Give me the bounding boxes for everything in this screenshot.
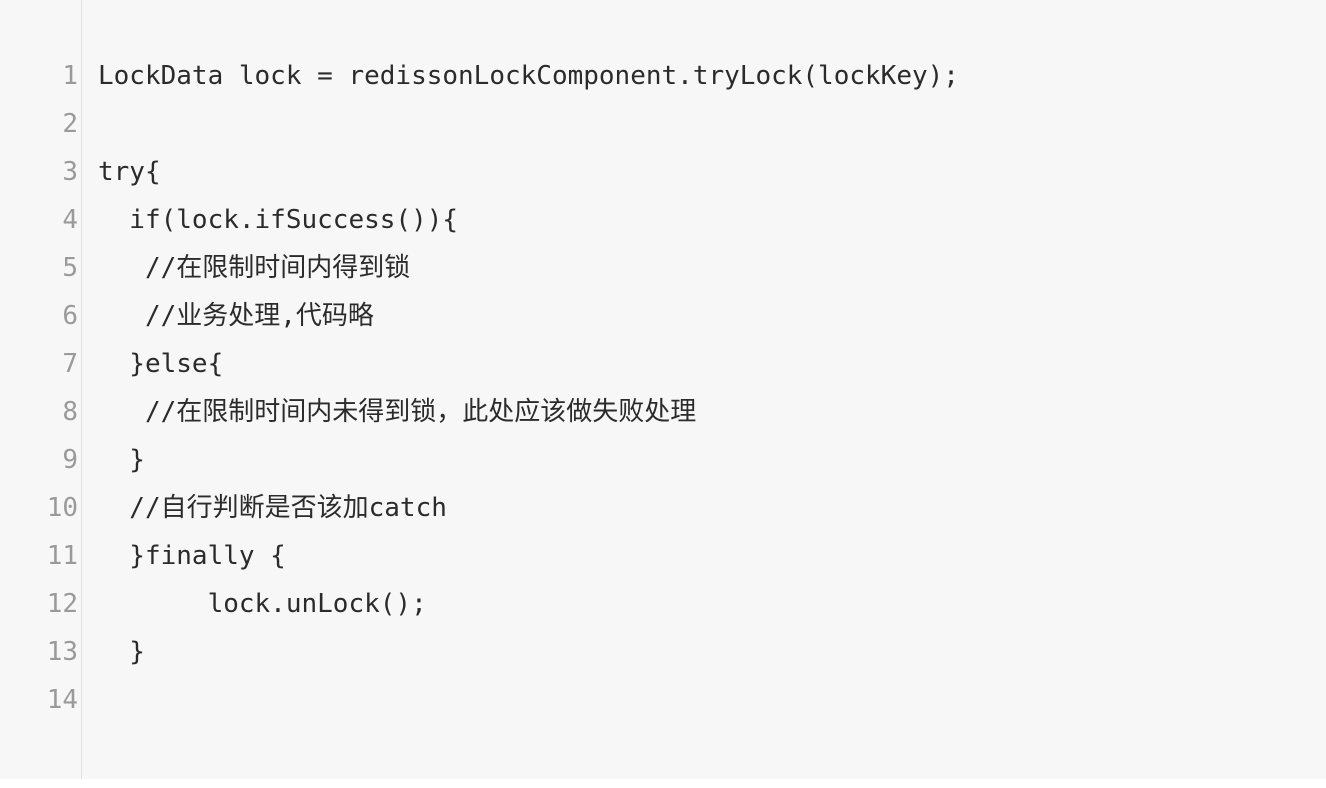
line-number: 2 bbox=[62, 109, 78, 139]
code-line: 6 //业务处理,代码略 bbox=[0, 292, 1326, 340]
line-number: 10 bbox=[46, 493, 78, 523]
line-code[interactable]: //业务处理,代码略 bbox=[98, 301, 374, 331]
line-code[interactable]: } bbox=[98, 445, 145, 475]
code-line: 11 }finally { bbox=[0, 532, 1326, 580]
code-line: 14 bbox=[0, 676, 1326, 724]
code-line: 2 bbox=[0, 100, 1326, 148]
line-number: 14 bbox=[46, 685, 78, 715]
line-number: 8 bbox=[62, 397, 78, 427]
line-number: 6 bbox=[62, 301, 78, 331]
line-code[interactable]: //在限制时间内未得到锁，此处应该做失败处理 bbox=[98, 397, 697, 427]
line-number: 11 bbox=[46, 541, 78, 571]
line-code[interactable]: }finally { bbox=[98, 541, 286, 571]
code-line: 10 //自行判断是否该加catch bbox=[0, 484, 1326, 532]
line-code[interactable]: //在限制时间内得到锁 bbox=[98, 253, 411, 283]
code-line: 3 try{ bbox=[0, 148, 1326, 196]
line-number: 7 bbox=[62, 349, 78, 379]
line-number: 12 bbox=[46, 589, 78, 619]
line-number: 3 bbox=[62, 157, 78, 187]
code-line: 5 //在限制时间内得到锁 bbox=[0, 244, 1326, 292]
line-number: 9 bbox=[62, 445, 78, 475]
line-code[interactable]: lock.unLock(); bbox=[98, 589, 427, 619]
code-line: 13 } bbox=[0, 628, 1326, 676]
line-code[interactable]: if(lock.ifSuccess()){ bbox=[98, 205, 459, 235]
line-number: 4 bbox=[62, 205, 78, 235]
code-line: 1 LockData lock = redissonLockComponent.… bbox=[0, 52, 1326, 100]
code-line: 7 }else{ bbox=[0, 340, 1326, 388]
line-code[interactable]: }else{ bbox=[98, 349, 224, 379]
code-line: 12 lock.unLock(); bbox=[0, 580, 1326, 628]
code-line: 9 } bbox=[0, 436, 1326, 484]
line-number: 1 bbox=[62, 61, 78, 91]
code-line: 8 //在限制时间内未得到锁，此处应该做失败处理 bbox=[0, 388, 1326, 436]
line-code[interactable]: LockData lock = redissonLockComponent.tr… bbox=[98, 61, 959, 91]
gutter-divider bbox=[81, 0, 82, 779]
line-code[interactable]: //自行判断是否该加catch bbox=[98, 493, 447, 523]
code-line: 4 if(lock.ifSuccess()){ bbox=[0, 196, 1326, 244]
line-number: 13 bbox=[46, 637, 78, 667]
line-code[interactable]: try{ bbox=[98, 157, 161, 187]
line-code[interactable]: } bbox=[98, 637, 145, 667]
line-number: 5 bbox=[62, 253, 78, 283]
